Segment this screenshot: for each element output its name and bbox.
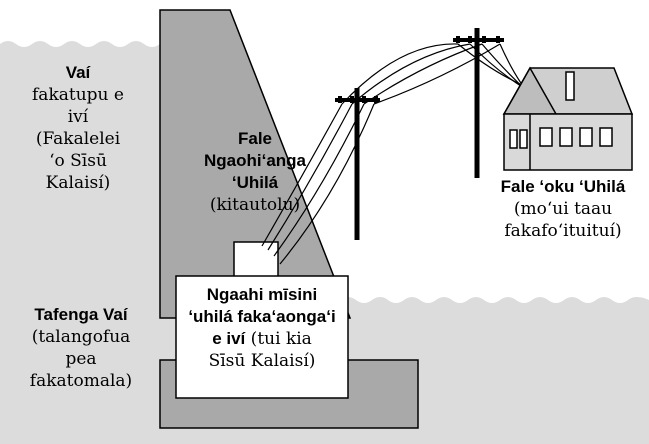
generator-line-3: e iví (tui kia: [178, 328, 346, 350]
water-line-3: (Fakalelei: [35, 129, 121, 149]
dam-line-3: fakatomala): [29, 371, 133, 391]
power-plant-title-3: ʻUhilá: [231, 173, 279, 192]
house-line-1: (moʻui taau: [478, 198, 648, 220]
generator-line-4: Sīsū Kalaisí): [208, 351, 316, 371]
power-pole-icon: [453, 28, 504, 178]
house-paren: (: [513, 199, 521, 219]
water-line-4: ʻo Sīsū: [49, 151, 107, 171]
generator-box: [175, 275, 349, 399]
dam-line-1: (talangofua: [31, 327, 131, 347]
power-plant-sub: (kitautolu): [209, 195, 301, 215]
generator-bold-tail: e iví: [212, 329, 246, 348]
power-plant-title-2: Ngaohiʻanga: [203, 151, 306, 170]
dam-wall: [159, 9, 352, 319]
power-plant-label: Fale Ngaohiʻanga ʻUhilá (kitautolu): [180, 128, 330, 216]
dam-line-2: pea: [65, 349, 97, 369]
water-line-1: fakatupu e: [32, 85, 124, 105]
house-icon: [502, 66, 634, 171]
water-label: Vaí fakatupu e iví (Fakalelei ʻo Sīsū Ka…: [8, 62, 148, 194]
penstock-box: [233, 241, 279, 281]
water-line-5: Kalaisí): [45, 173, 111, 193]
water-line-2: iví: [67, 107, 89, 127]
generator-line-2: ʻuhilá fakaʻaongaʻi: [188, 307, 336, 326]
house-title: Fale ʻoku ʻUhilá: [500, 177, 626, 196]
reservoir-water: [0, 41, 160, 444]
generator-label: Ngaahi mīsini ʻuhilá fakaʻaongaʻi e iví …: [178, 284, 346, 372]
house-line-2: fakafoʻituituí): [504, 221, 622, 241]
dam-label: Tafenga Vaí (talangofua pea fakatomala): [6, 304, 156, 392]
generator-line-1: Ngaahi mīsini: [206, 285, 318, 304]
house-label: Fale ʻoku ʻUhilá (moʻui taau fakafoʻitui…: [478, 176, 648, 242]
dam-title: Tafenga Vaí: [34, 305, 128, 324]
water-title: Vaí: [65, 63, 91, 82]
power-pole-icon: [335, 88, 380, 240]
generator-tail: (tui kia: [245, 329, 312, 349]
power-plant-title-1: Fale: [237, 129, 273, 148]
house-line-1-text: moʻui taau: [520, 199, 613, 219]
